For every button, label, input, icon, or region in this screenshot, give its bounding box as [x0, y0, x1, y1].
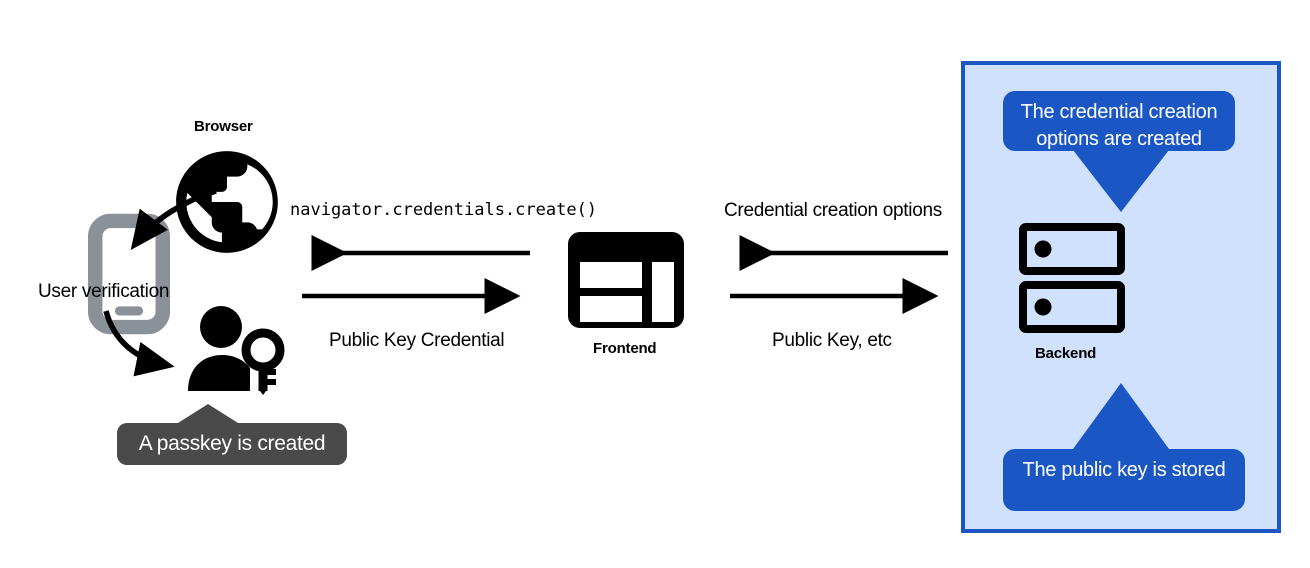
web-layout-icon: [566, 230, 686, 330]
arrow-browser-to-frontend: [300, 278, 532, 314]
server-rack-icon: [1019, 223, 1125, 333]
credential-creation-options-label: Credential creation options: [724, 200, 942, 221]
arrow-phone-to-user: [100, 307, 210, 387]
globe-icon: [166, 141, 288, 263]
public-key-stored-callout-tail: [1073, 383, 1169, 451]
navigator-create-label: navigator.credentials.create(): [290, 200, 598, 220]
public-key-credential-label: Public Key Credential: [329, 330, 505, 351]
backend-label: Backend: [1035, 345, 1097, 362]
frontend-label: Frontend: [593, 340, 657, 357]
credential-options-callout-tail: [1073, 150, 1169, 214]
person-with-key-icon: [186, 305, 286, 395]
arrow-backend-to-frontend: [728, 235, 950, 271]
arrow-frontend-to-backend: [728, 278, 950, 314]
browser-label: Browser: [194, 118, 253, 135]
mobile-phone-icon: [88, 213, 170, 335]
passkey-callout-tail: [170, 404, 250, 428]
user-verification-label: User verification: [38, 281, 170, 302]
arrow-browser-to-phone: [96, 183, 226, 273]
public-key-stored-callout: The public key is stored: [1003, 449, 1245, 511]
public-key-etc-label: Public Key, etc: [772, 330, 892, 351]
credential-options-created-callout: The credential creation options are crea…: [1003, 91, 1235, 151]
arrow-frontend-to-browser: [300, 235, 532, 271]
passkey-created-callout: A passkey is created: [117, 423, 347, 465]
